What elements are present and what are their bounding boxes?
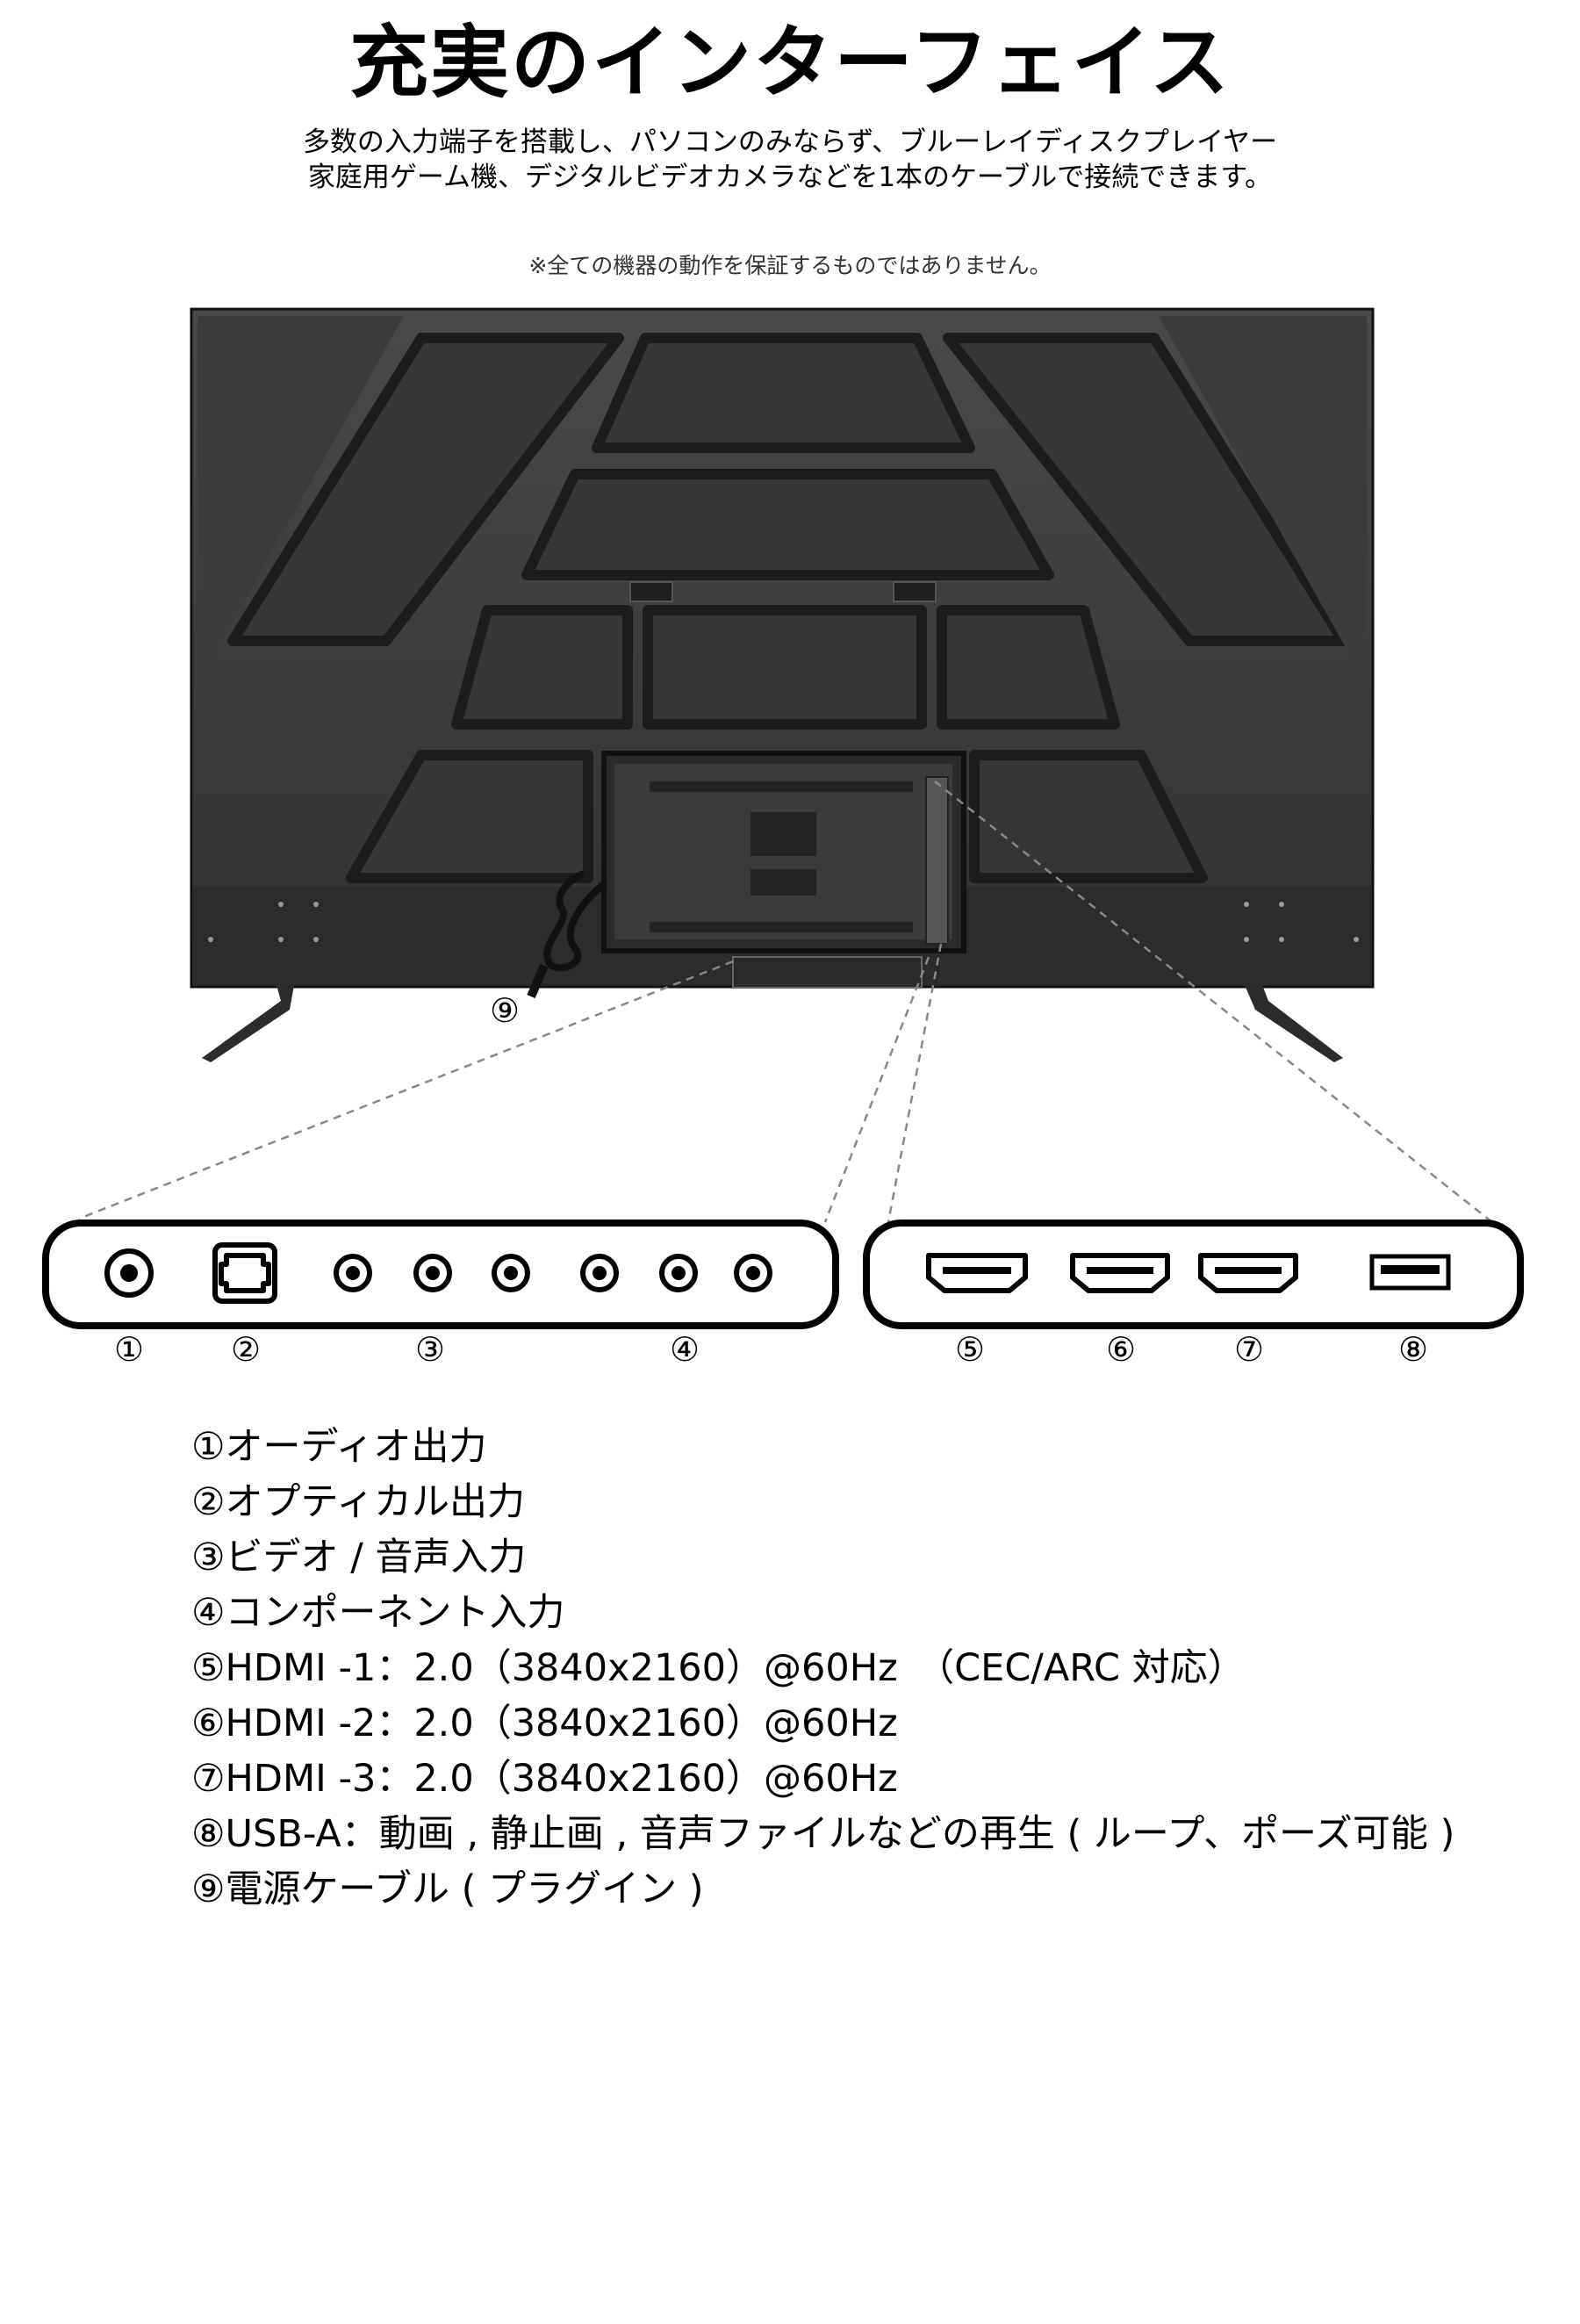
optical-out-port xyxy=(212,1242,277,1304)
port-number-4: ④ xyxy=(669,1330,700,1369)
mount-bracket-left xyxy=(629,581,673,602)
page-title: 充実のインターフェイス xyxy=(349,17,1231,109)
mount-bracket-right xyxy=(893,581,937,602)
disclaimer-note: ※全ての機器の動作を保証するものではありません。 xyxy=(528,253,1052,278)
intro-text: 多数の入力端子を搭載し、パソコンのみならず、ブルーレイディスクプレイヤー 家庭用… xyxy=(0,125,1580,195)
port-number-8: ⑧ xyxy=(1397,1330,1429,1369)
tv-stand-left xyxy=(202,985,294,1062)
port-panel-right xyxy=(863,1220,1524,1329)
port-description-item: ④コンポーネント入力 xyxy=(191,1591,565,1635)
intro-line-1: 多数の入力端子を搭載し、パソコンのみならず、ブルーレイディスクプレイヤー xyxy=(302,126,1278,158)
side-port-strip xyxy=(925,776,949,945)
port-description-item: ②オプティカル出力 xyxy=(191,1480,525,1524)
port-number-1: ① xyxy=(113,1330,145,1369)
leader-lines xyxy=(78,781,1493,1223)
port-number-6: ⑥ xyxy=(1105,1330,1137,1369)
port-description-list: ①オーディオ出力 ②オプティカル出力 ③ビデオ / 音声入力 ④コンポーネント入… xyxy=(191,1420,1454,1917)
hdmi-2-port xyxy=(1070,1253,1170,1293)
port-description-item: ⑨電源ケーブル ( プラグイン ) xyxy=(191,1867,704,1911)
power-cable xyxy=(543,870,608,972)
hdmi-3-port xyxy=(1198,1253,1298,1293)
audio-out-port xyxy=(104,1248,154,1298)
usb-a-port xyxy=(1369,1254,1451,1291)
port-description-item: ③ビデオ / 音声入力 xyxy=(191,1536,527,1579)
port-number-2: ② xyxy=(230,1330,262,1369)
port-number-5: ⑤ xyxy=(954,1330,986,1369)
port-description-item: ⑤HDMI -1：2.0（3840x2160）@60Hz （CEC/ARC 対応… xyxy=(191,1646,1246,1690)
hdmi-1-port xyxy=(926,1253,1028,1293)
port-description-item: ⑧USB-A：動画 , 静止画 , 音声ファイルなどの再生 ( ループ、ポーズ可… xyxy=(191,1812,1455,1856)
port-number-9: ⑨ xyxy=(489,991,521,1030)
port-number-7: ⑦ xyxy=(1233,1330,1265,1369)
bottom-port-strip xyxy=(732,956,923,989)
intro-line-2: 家庭用ゲーム機、デジタルビデオカメラなどを1本のケーブルで接続できます。 xyxy=(307,162,1273,193)
port-number-3: ③ xyxy=(414,1330,446,1369)
tv-back-panels xyxy=(227,333,1348,883)
av-in-ports xyxy=(334,1254,530,1292)
port-description-item: ⑦HDMI -3：2.0（3840x2160）@60Hz xyxy=(191,1757,898,1801)
tv-stand-right xyxy=(1245,985,1343,1062)
port-description-item: ⑥HDMI -2：2.0（3840x2160）@60Hz xyxy=(191,1702,898,1745)
port-description-item: ①オーディオ出力 xyxy=(191,1425,487,1469)
component-in-ports xyxy=(580,1254,772,1292)
tv-rear-illustration xyxy=(42,307,1524,1329)
